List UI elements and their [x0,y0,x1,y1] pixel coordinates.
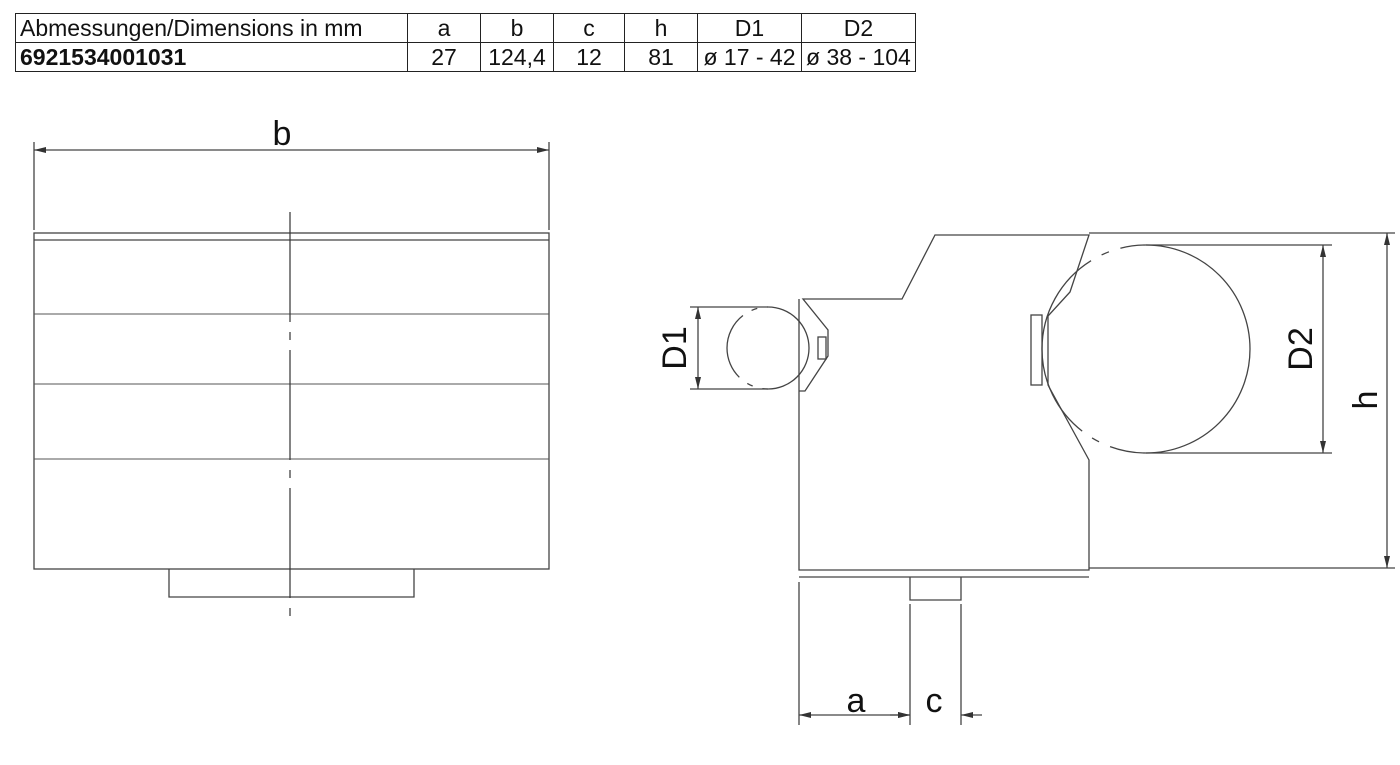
table-header-d2: D2 [801,13,916,43]
value-c: 12 [553,42,625,72]
front-bottom-tab [168,569,415,598]
value-a: 27 [407,42,481,72]
side-view [690,232,1395,725]
table-header-d1: D1 [697,13,802,43]
value-d1: ø 17 - 42 [697,42,802,72]
large-clamp-nub [1030,314,1043,386]
label-h: h [1347,391,1385,410]
value-d2: ø 38 - 104 [801,42,916,72]
front-body [33,232,550,570]
label-c: c [926,682,943,720]
table-data-row: 6921534001031 27 124,4 12 81 ø 17 - 42 ø… [15,42,916,72]
label-b: b [273,115,292,153]
label-d1: D1 [656,326,694,369]
value-b: 124,4 [480,42,554,72]
small-clamp-nub [817,336,827,360]
label-a: a [847,682,866,720]
small-clamp-circle [726,306,810,390]
table-header-row: Abmessungen/Dimensions in mm a b c h D1 … [15,13,916,43]
dimensions-table: Abmessungen/Dimensions in mm a b c h D1 … [15,13,916,72]
table-header-a: a [407,13,481,43]
article-number: 6921534001031 [15,42,408,72]
front-view [33,142,550,625]
label-d2: D2 [1282,327,1320,370]
table-header-title: Abmessungen/Dimensions in mm [15,13,408,43]
side-bottom-tab [909,577,962,601]
large-clamp-circle [1041,244,1251,454]
side-body-outline [798,234,1090,571]
